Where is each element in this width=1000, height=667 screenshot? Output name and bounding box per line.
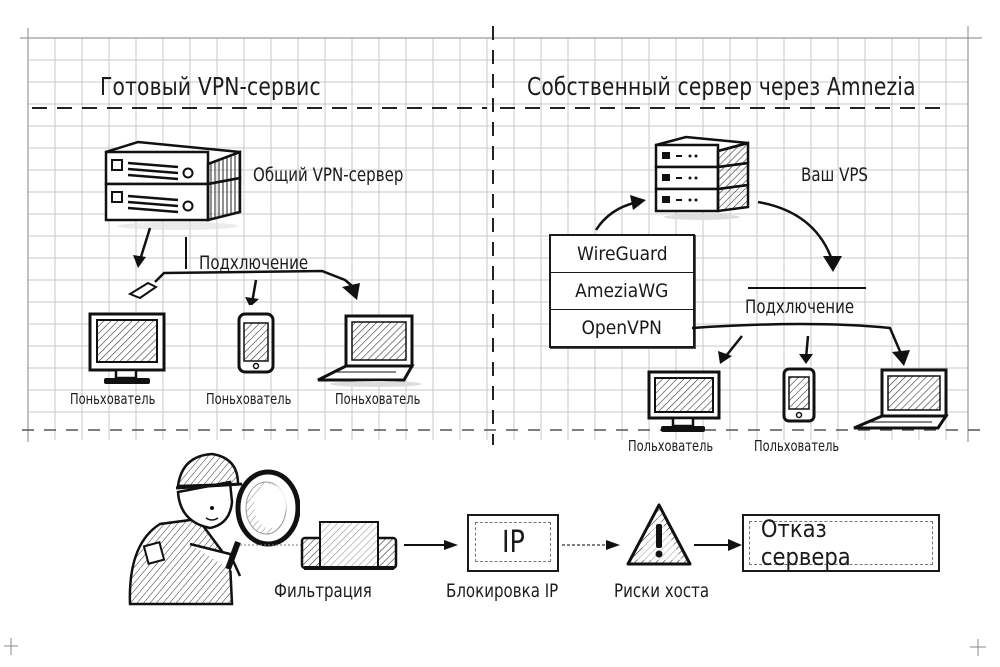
desktop-icon bbox=[88, 312, 166, 384]
connection-line bbox=[154, 269, 359, 292]
inspector-with-magnifier-icon bbox=[128, 452, 300, 606]
smartphone-icon bbox=[237, 312, 275, 374]
vps-server-icon bbox=[654, 135, 750, 220]
left-panel-title: Готовый VPN-сервис bbox=[100, 72, 321, 101]
laptop-icon bbox=[317, 314, 422, 387]
protocol-item[interactable]: OpenVPN bbox=[581, 317, 663, 339]
corner-crosshair-bottom-right bbox=[970, 639, 986, 656]
left-connection-label: Подхлючение bbox=[199, 252, 309, 274]
arrow-to-laptop bbox=[342, 283, 360, 300]
smartphone-icon bbox=[782, 367, 816, 423]
left-user-label-3: Поньхователь bbox=[335, 390, 421, 408]
right-connection-label: Подхлючение bbox=[745, 296, 855, 318]
protocol-item[interactable]: WireGuard bbox=[551, 236, 693, 273]
filter-icon bbox=[300, 521, 398, 570]
left-user-label-2: Поньхователь bbox=[206, 390, 292, 408]
protocol-item[interactable]: AmeziaWG bbox=[551, 273, 693, 310]
corner-crosshair-bottom-left bbox=[4, 638, 18, 655]
laptop-icon bbox=[853, 368, 949, 430]
server-refusal-label: Отказ сервера bbox=[760, 515, 851, 571]
arrow-vps-to-connection bbox=[757, 200, 834, 261]
filtering-label: Фильтрация bbox=[274, 580, 372, 602]
risk-flow-connectors bbox=[240, 539, 742, 551]
host-risk-label: Риски хоста bbox=[614, 580, 710, 602]
arrow-to-desktop bbox=[725, 335, 743, 357]
right-panel-title: Собственный сервер через Amnezia bbox=[527, 72, 916, 101]
left-connection-arrows bbox=[127, 227, 360, 305]
ip-block-label: Блокировка IP bbox=[446, 580, 559, 602]
warning-icon bbox=[626, 503, 692, 566]
shared-server-label: Общий VPN-сервер bbox=[253, 164, 404, 186]
vps-label: Ваш VPS bbox=[801, 164, 868, 186]
ip-text: IP bbox=[501, 524, 525, 560]
arrow-protocols-to-vps bbox=[594, 200, 639, 231]
right-user-label-2: Польхователь bbox=[754, 437, 840, 455]
shared-server-icon bbox=[104, 140, 242, 230]
connection-line bbox=[691, 322, 904, 357]
server-refusal-box: Отказ сервера bbox=[742, 514, 940, 572]
left-user-label-1: Поньхователь bbox=[70, 390, 156, 408]
arrow-to-laptop bbox=[892, 350, 910, 366]
right-user-label-1: Польхователь bbox=[628, 437, 714, 455]
arrow-down-left bbox=[138, 227, 152, 261]
ip-block-icon: IP bbox=[467, 514, 559, 572]
protocol-list: WireGuard AmeziaWG OpenVPN bbox=[549, 234, 695, 348]
right-connection-arrows bbox=[691, 322, 910, 366]
desktop-icon bbox=[647, 370, 721, 432]
plug-icon bbox=[127, 281, 158, 300]
vps-flow-arrows bbox=[594, 195, 866, 289]
